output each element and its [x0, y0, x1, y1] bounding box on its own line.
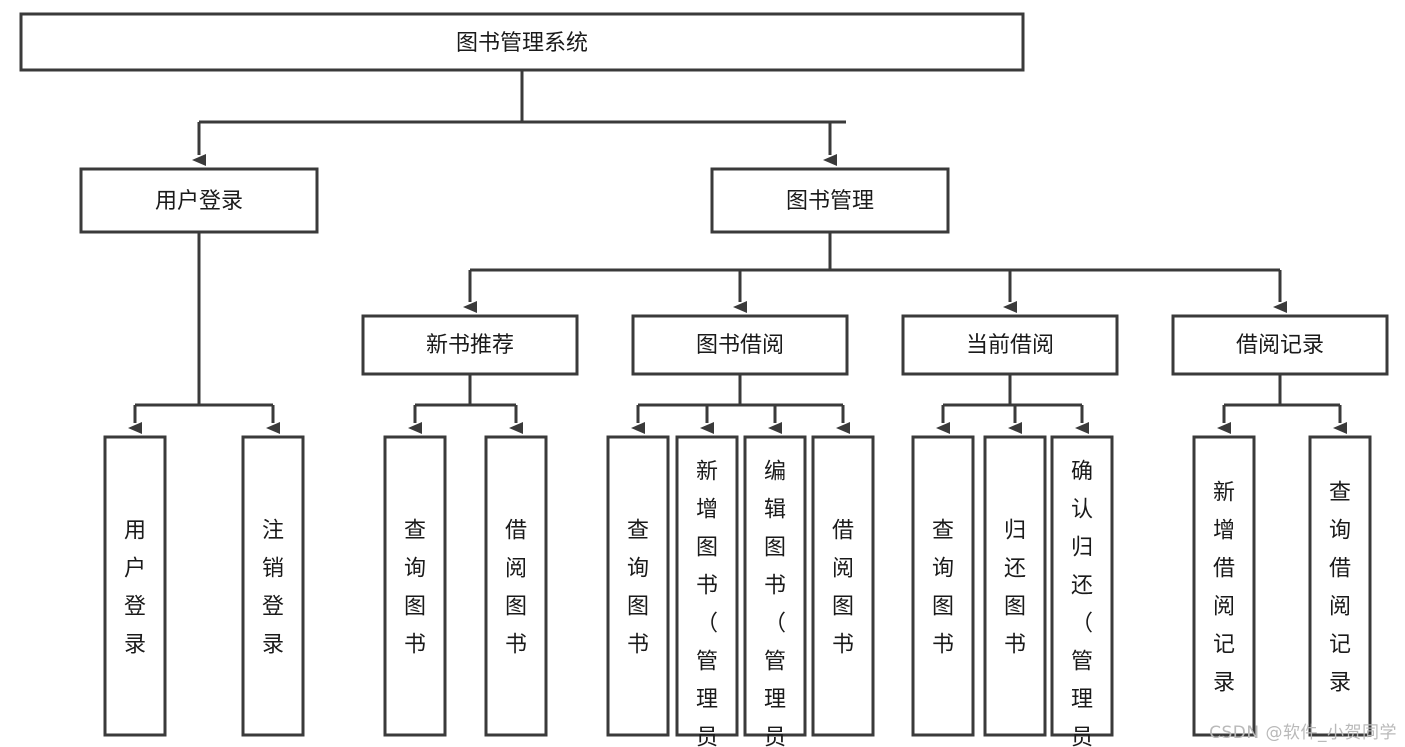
node-leaf-query-book-2-box[interactable] [606, 435, 670, 737]
node-leaf-confirm-return[interactable]: 确认归还（管理员） [1050, 435, 1114, 747]
node-leaf-add-record-label: 新增借阅记录 [1213, 480, 1235, 695]
node-book-manage-label: 图书管理 [786, 189, 874, 214]
node-leaf-user-login-box[interactable] [103, 435, 167, 737]
node-current-borrow-box[interactable] [901, 314, 1119, 376]
node-leaf-edit-book[interactable]: 编辑图书（管理员） [743, 435, 807, 747]
node-leaf-query-book-3-box[interactable] [911, 435, 975, 737]
connector-layer [128, 70, 1347, 434]
node-leaf-return-book[interactable]: 归还图书 [983, 435, 1047, 737]
node-user-login[interactable]: 用户登录 [79, 167, 319, 234]
node-leaf-add-record-box[interactable] [1192, 435, 1256, 737]
node-leaf-query-book-1-box[interactable] [383, 435, 447, 737]
node-new-book-rec-box[interactable] [361, 314, 579, 376]
node-leaf-borrow-book-1-box[interactable] [484, 435, 548, 737]
node-book-manage[interactable]: 图书管理 [710, 167, 950, 234]
node-user-login-box[interactable] [79, 167, 319, 234]
node-leaf-add-book-label: 新增图书（管理员） [696, 459, 718, 747]
node-leaf-logout[interactable]: 注销登录 [241, 435, 305, 737]
node-leaf-edit-book-box[interactable] [743, 435, 807, 737]
node-borrow-record-box[interactable] [1171, 314, 1389, 376]
node-leaf-return-book-label: 归还图书 [1004, 518, 1026, 657]
node-root[interactable]: 图书管理系统 [19, 12, 1025, 72]
node-new-book-rec[interactable]: 新书推荐 [361, 314, 579, 376]
node-new-book-rec-label: 新书推荐 [426, 333, 514, 358]
node-leaf-query-record[interactable]: 查询借阅记录 [1308, 435, 1372, 737]
node-leaf-borrow-book-1-label: 借阅图书 [505, 518, 527, 657]
node-layer: 图书管理系统 用户登录 图书管理 新书推荐 图书借阅 当前借阅 借阅记录 [19, 12, 1389, 747]
node-leaf-query-book-1[interactable]: 查询图书 [383, 435, 447, 737]
node-leaf-user-login-label: 用户登录 [124, 518, 146, 657]
node-leaf-query-record-box[interactable] [1308, 435, 1372, 737]
node-leaf-edit-book-label: 编辑图书（管理员） [764, 459, 786, 747]
node-leaf-query-book-3-label: 查询图书 [932, 518, 954, 657]
node-leaf-return-book-box[interactable] [983, 435, 1047, 737]
node-leaf-query-book-3[interactable]: 查询图书 [911, 435, 975, 737]
node-leaf-add-book[interactable]: 新增图书（管理员） [675, 435, 739, 747]
node-current-borrow[interactable]: 当前借阅 [901, 314, 1119, 376]
node-leaf-borrow-book-2-label: 借阅图书 [832, 518, 854, 657]
node-leaf-query-book-2-label: 查询图书 [627, 518, 649, 657]
node-book-manage-box[interactable] [710, 167, 950, 234]
node-leaf-confirm-return-box[interactable] [1050, 435, 1114, 737]
csdn-watermark: CSDN @软件_小贺同学 [1209, 723, 1397, 743]
node-current-borrow-label: 当前借阅 [966, 333, 1054, 358]
node-leaf-query-book-2[interactable]: 查询图书 [606, 435, 670, 737]
node-book-borrow[interactable]: 图书借阅 [631, 314, 849, 376]
node-leaf-add-book-box[interactable] [675, 435, 739, 737]
node-borrow-record-label: 借阅记录 [1236, 333, 1324, 358]
node-user-login-label: 用户登录 [155, 189, 243, 214]
node-leaf-borrow-book-2-box[interactable] [811, 435, 875, 737]
node-leaf-borrow-book-2[interactable]: 借阅图书 [811, 435, 875, 737]
node-leaf-query-record-label: 查询借阅记录 [1329, 480, 1351, 695]
node-leaf-logout-box[interactable] [241, 435, 305, 737]
node-leaf-logout-label: 注销登录 [262, 518, 284, 657]
node-leaf-add-record[interactable]: 新增借阅记录 [1192, 435, 1256, 737]
node-leaf-query-book-1-label: 查询图书 [404, 518, 426, 657]
node-book-borrow-label: 图书借阅 [696, 333, 784, 358]
node-root-box[interactable] [19, 12, 1025, 72]
node-leaf-borrow-book-1[interactable]: 借阅图书 [484, 435, 548, 737]
node-book-borrow-box[interactable] [631, 314, 849, 376]
node-root-label: 图书管理系统 [456, 31, 588, 56]
node-leaf-confirm-return-label: 确认归还（管理员） [1071, 459, 1093, 747]
node-borrow-record[interactable]: 借阅记录 [1171, 314, 1389, 376]
node-leaf-user-login[interactable]: 用户登录 [103, 435, 167, 737]
